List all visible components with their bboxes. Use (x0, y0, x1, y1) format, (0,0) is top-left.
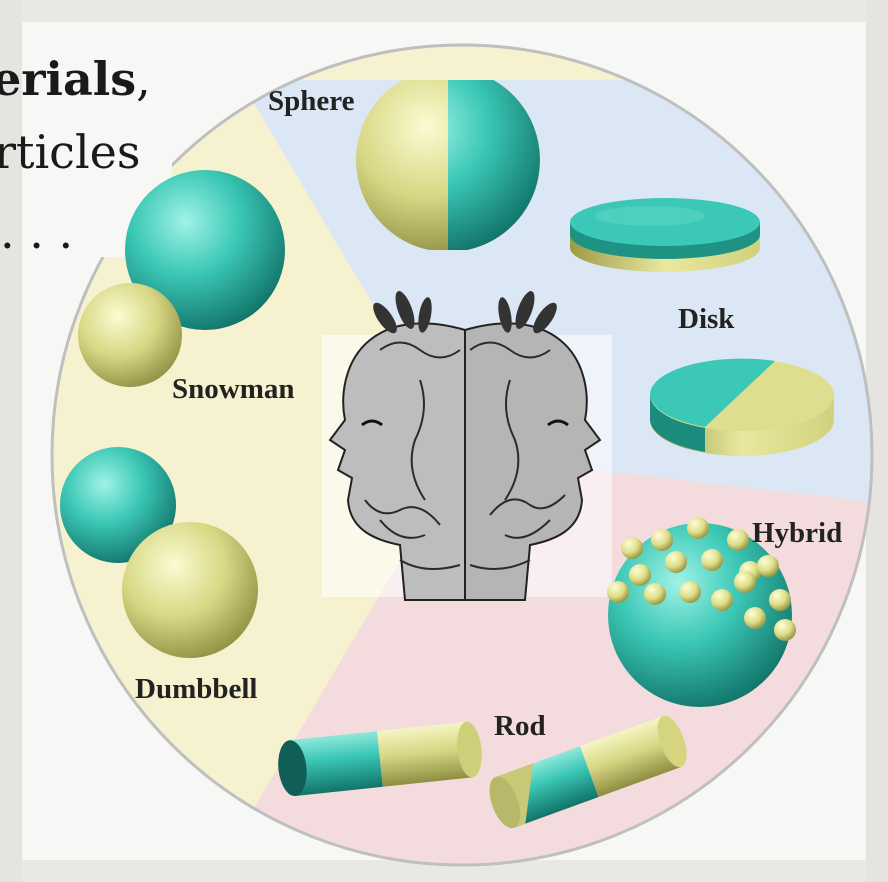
heading-line-2: rticles (0, 125, 141, 179)
sphere-label: Sphere (268, 85, 355, 117)
heading-line-3: . . . (0, 205, 73, 259)
disk-label: Disk (678, 303, 735, 335)
rod-label: Rod (494, 710, 546, 742)
dumbbell-label: Dumbbell (135, 673, 257, 705)
heading-line-1: erials, (0, 52, 151, 106)
snowman-label: Snowman (172, 373, 295, 405)
split-disk-particle (650, 359, 834, 456)
hybrid-label: Hybrid (752, 517, 842, 549)
janus-head-engraving (322, 289, 612, 600)
